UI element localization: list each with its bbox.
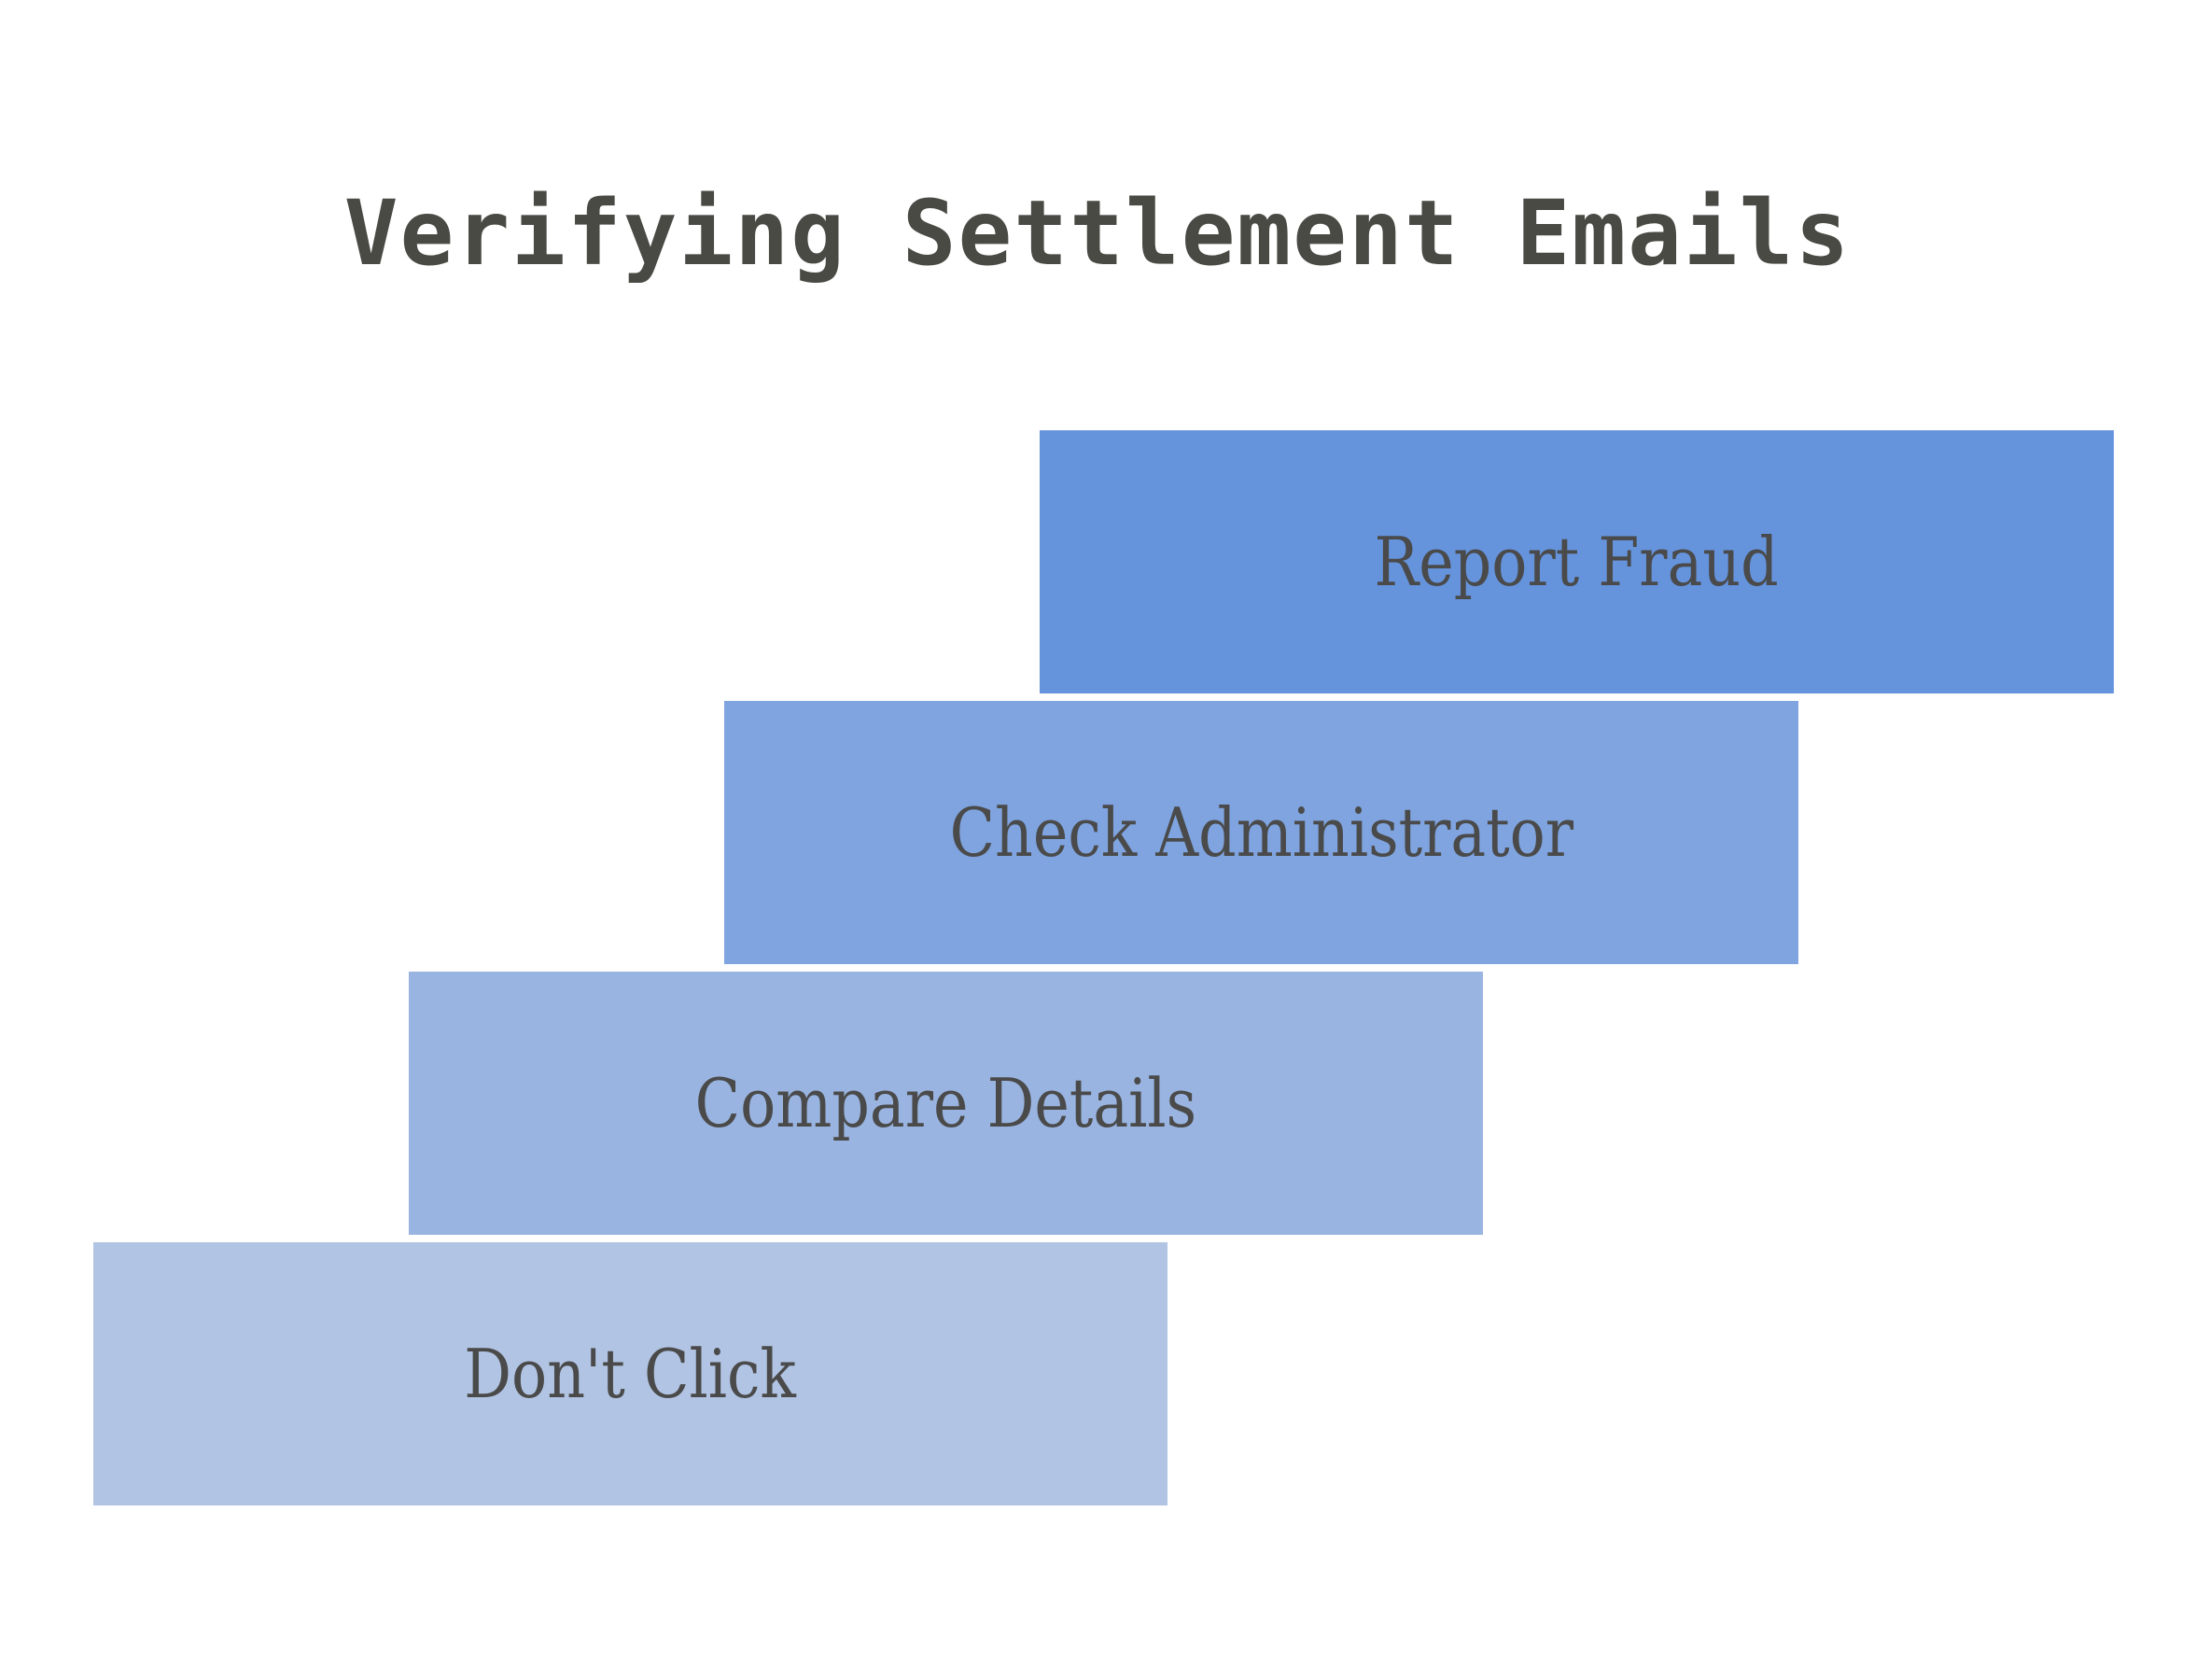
step-label: Don't Click <box>464 1335 797 1413</box>
step-label: Report Fraud <box>1374 523 1780 601</box>
step-label: Compare Details <box>694 1064 1197 1142</box>
step-report-fraud: Report Fraud <box>1040 430 2114 693</box>
step-check-administrator: Check Administrator <box>724 701 1798 964</box>
diagram-title: Verifying Settlement Emails <box>343 181 1852 286</box>
step-label: Check Administrator <box>949 793 1573 872</box>
step-dont-click: Don't Click <box>93 1242 1167 1505</box>
step-compare-details: Compare Details <box>409 972 1483 1235</box>
